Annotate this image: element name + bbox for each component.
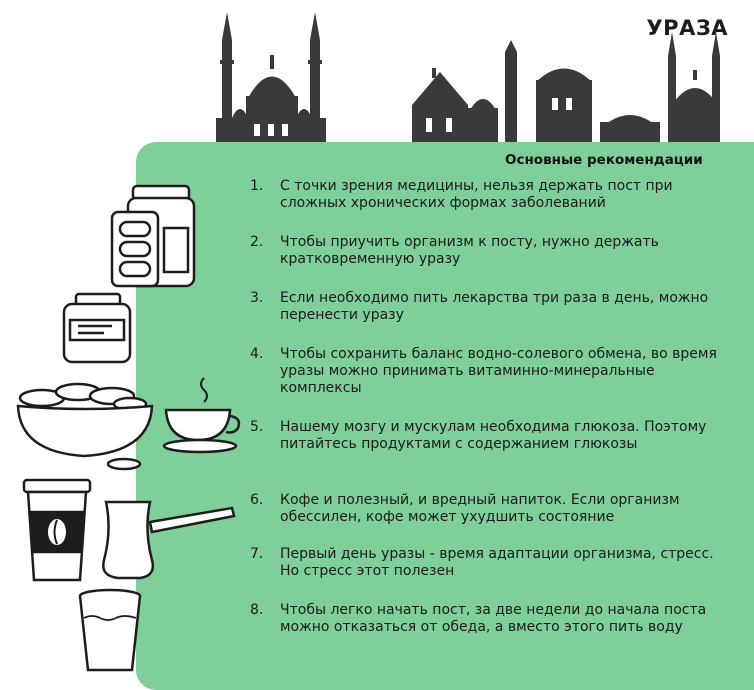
coffee-cup-icon bbox=[22, 478, 92, 582]
list-number: 1. bbox=[250, 178, 264, 194]
list-text: Чтобы легко начать пост, за две недели д… bbox=[280, 602, 707, 635]
list-number: 4. bbox=[250, 346, 264, 362]
list-number: 6. bbox=[250, 492, 264, 508]
list-text: Чтобы сохранить баланс водно-солевого об… bbox=[280, 346, 717, 396]
illustrations bbox=[16, 184, 241, 672]
page-title: УРАЗА bbox=[646, 16, 728, 40]
list-number: 3. bbox=[250, 290, 264, 306]
list-text: Если необходимо пить лекарства три раза … bbox=[280, 290, 709, 323]
pill-blister-icon bbox=[110, 210, 160, 288]
list-text: Первый день уразы - время адаптации орга… bbox=[280, 546, 714, 579]
list-number: 5. bbox=[250, 419, 264, 435]
list-number: 7. bbox=[250, 546, 264, 562]
list-number: 8. bbox=[250, 602, 264, 618]
water-glass-icon bbox=[78, 588, 142, 672]
section-heading: Основные рекомендации bbox=[505, 152, 703, 168]
list-text: Кофе и полезный, и вредный напиток. Если… bbox=[280, 492, 680, 525]
list-text: С точки зрения медицины, нельзя держать … bbox=[280, 178, 673, 211]
mosque-skyline-icon bbox=[216, 12, 720, 142]
list-text: Нашему мозгу и мускулам необходима глюко… bbox=[280, 419, 707, 452]
list-number: 2. bbox=[250, 234, 264, 250]
coffee-turk-icon bbox=[102, 500, 236, 580]
tea-cup-icon bbox=[162, 377, 241, 454]
vitamin-jar-icon bbox=[62, 292, 132, 364]
bowl-of-cookies-icon bbox=[16, 382, 154, 471]
recommendations-panel bbox=[136, 142, 754, 690]
list-text: Чтобы приучить организм к посту, нужно д… bbox=[280, 234, 659, 267]
